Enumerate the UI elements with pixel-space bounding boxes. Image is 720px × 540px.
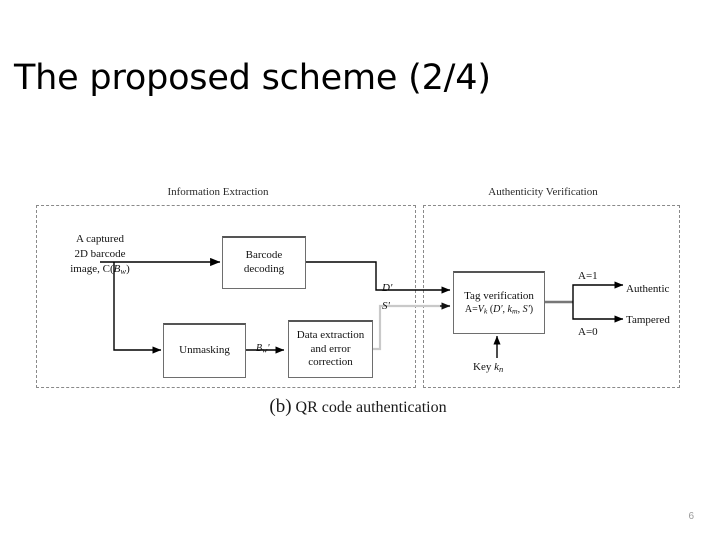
tag-verification-title: Tag verification bbox=[464, 289, 534, 302]
diagram-connectors bbox=[100, 257, 624, 358]
input-label-subscript: w bbox=[120, 265, 127, 276]
figure-caption: (b) QR code authentication bbox=[28, 396, 688, 418]
process-box-tag-verification: Tag verification A=Vk (D', km, S') bbox=[453, 271, 545, 334]
data-extraction-line2: and error bbox=[310, 342, 351, 355]
signal-label-d-prime: D' bbox=[382, 282, 393, 294]
process-box-barcode-decoding: Barcode decoding bbox=[222, 236, 306, 289]
data-extraction-line3: correction bbox=[308, 356, 353, 369]
barcode-decoding-line2: decoding bbox=[243, 263, 285, 275]
input-label-line3-prefix: image, C( bbox=[70, 262, 114, 275]
key-input-label: Key kn bbox=[473, 361, 504, 374]
outcome-label-authentic: Authentic bbox=[626, 283, 670, 295]
data-extraction-line1: Data extraction bbox=[296, 328, 365, 341]
page-title: The proposed scheme (2/4) bbox=[14, 58, 491, 98]
panel-information-extraction bbox=[36, 205, 416, 388]
barcode-decoding-line1: Barcode bbox=[245, 249, 283, 262]
input-label-symbol: B bbox=[113, 262, 121, 275]
panel-authenticity-verification bbox=[423, 205, 680, 388]
block-diagram-figure: Information Extraction Authenticity Veri… bbox=[28, 186, 688, 436]
tag-verification-formula: A=Vk (D', km, S') bbox=[464, 303, 534, 316]
input-label: A captured 2D barcode image, C(Bw) bbox=[46, 232, 154, 277]
signal-label-s-prime: S' bbox=[382, 300, 390, 312]
input-label-line3-suffix: ) bbox=[126, 262, 130, 275]
process-box-unmasking: Unmasking bbox=[163, 323, 246, 378]
panel-header-authenticity-verification: Authenticity Verification bbox=[488, 186, 598, 198]
unmasking-label: Unmasking bbox=[179, 344, 230, 357]
caption-text: QR code authentication bbox=[295, 399, 447, 416]
caption-prefix: (b) bbox=[269, 396, 292, 417]
page-number: 6 bbox=[688, 511, 694, 522]
signal-label-bw-prime: Bw' bbox=[256, 343, 270, 355]
input-label-line1: A captured bbox=[76, 233, 124, 245]
outcome-label-tampered: Tampered bbox=[626, 314, 670, 326]
signal-label-a-equals-0: A=0 bbox=[578, 326, 598, 338]
panel-header-information-extraction: Information Extraction bbox=[167, 186, 269, 198]
signal-label-a-equals-1: A=1 bbox=[578, 270, 598, 282]
process-box-data-extraction: Data extraction and error correction bbox=[288, 320, 373, 378]
input-label-line2: 2D barcode bbox=[74, 247, 126, 260]
